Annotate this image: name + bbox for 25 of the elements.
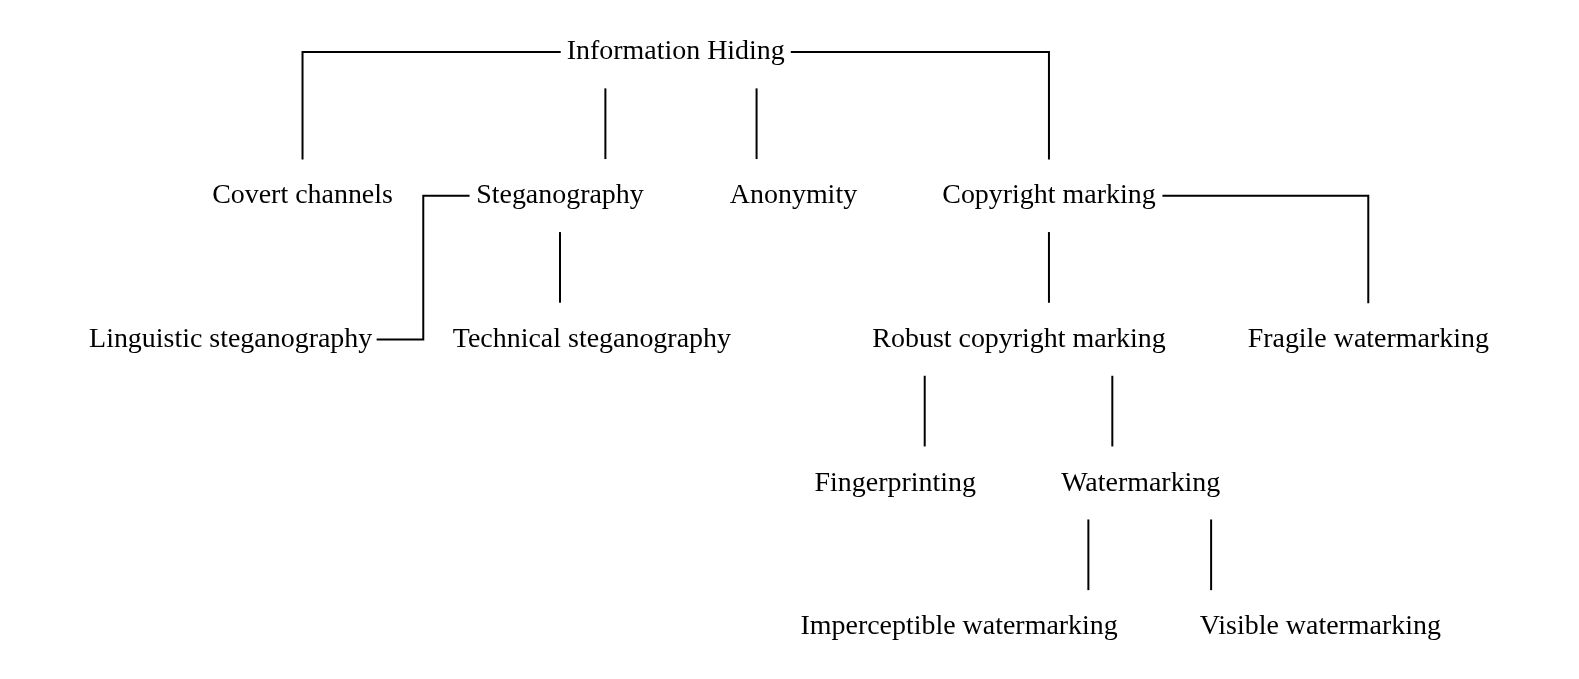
connector: [301, 51, 562, 161]
node-text: Visible watermarking: [1199, 609, 1441, 641]
connector: [1111, 374, 1114, 448]
connector: [1210, 518, 1213, 592]
connector: [755, 87, 758, 161]
connector: [923, 374, 926, 448]
node-text: Covert channels: [212, 178, 393, 210]
node-text: Fingerprinting: [814, 465, 976, 497]
node-text: Information Hiding: [566, 34, 785, 66]
node-text: Imperceptible watermarking: [800, 609, 1118, 641]
node-text: Technical steganography: [452, 321, 731, 353]
node-text: Fragile watermarking: [1247, 321, 1489, 353]
connector: [1047, 231, 1050, 304]
connector: [1087, 518, 1090, 592]
node-text: Watermarking: [1061, 465, 1221, 497]
connector: [1161, 194, 1370, 305]
connector: [375, 194, 471, 341]
connector: [789, 51, 1050, 161]
node-text: Anonymity: [729, 178, 858, 210]
node-text: Copyright marking: [942, 178, 1156, 210]
connector: [559, 231, 561, 304]
node-text: Robust copyright marking: [872, 321, 1166, 353]
connector: [604, 87, 607, 161]
node-text: Steganography: [476, 178, 644, 210]
node-text: Linguistic steganography: [89, 321, 373, 353]
